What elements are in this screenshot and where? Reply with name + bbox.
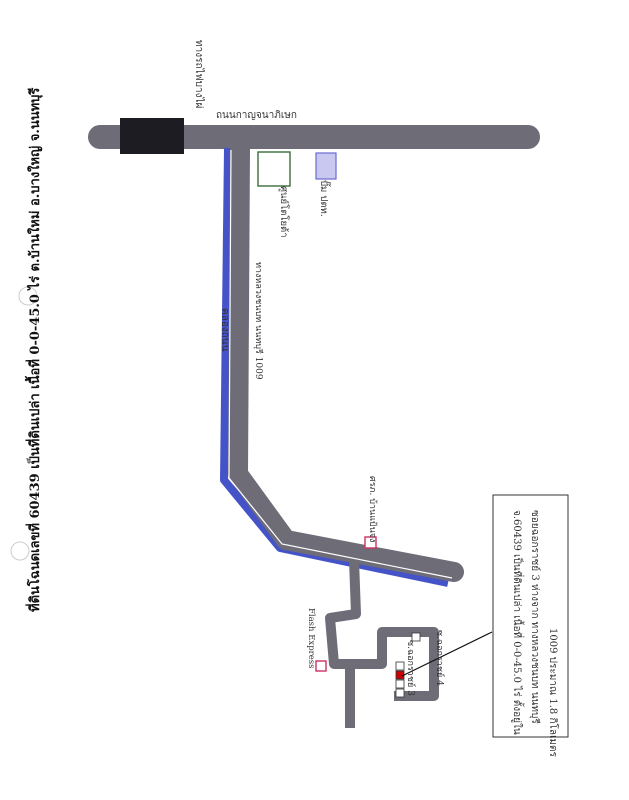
railway-station-label: ทางรถไฟบางไผ่ [193, 40, 204, 109]
soi-3-label: ซ.ฉอกราชย์ 3 [405, 640, 415, 696]
page-title: ที่ดินโฉนดเลขที่ 60439 เป็นที่ดินเปล่า เ… [28, 87, 43, 612]
landmark-b-label: ปั๊ม ปตท. [318, 180, 329, 217]
lot-1 [395, 661, 405, 671]
road-centerline [228, 149, 453, 579]
soi-road [334, 627, 439, 701]
secondary-road [228, 140, 464, 582]
punch-hole-top [18, 286, 38, 306]
flash-express-marker [315, 660, 327, 672]
callout-leader [401, 631, 493, 677]
main-road-label: ถนนกาญจนาภิเษก [216, 110, 297, 121]
callout-box [492, 494, 569, 738]
lot-4 [395, 688, 405, 698]
flash-express-label: Flash Express [306, 608, 316, 669]
callout-line-1: จ.60439 เป็นที่ดินเปล่า เนื้อที่ 0-0-45.… [511, 510, 522, 735]
callout-line-3: 1009 ประมาณ 1.8 กิโลเมตร [547, 628, 558, 757]
callout-line-2: ซอยฉอกราชย์ 3 ห่างจาก ทางหลวงชนบท นนทบุร… [529, 510, 540, 724]
lot-3 [395, 679, 405, 689]
landmark-a-label: ศูนย์โตโยต้า [278, 186, 289, 238]
punch-hole-bottom [10, 541, 30, 561]
railway-station-block [120, 118, 184, 154]
landmark-b-box [315, 152, 337, 180]
landmark-a-box [257, 151, 291, 187]
canal-label: คลองถนน [219, 308, 230, 352]
canal-line [220, 147, 449, 587]
lot-5 [411, 632, 421, 642]
secondary-road-label: ทางหลวงชนบท นนทบุรี 1009 [253, 262, 263, 380]
soi-4-label: ซ.ฉอกราชย์ 4 [434, 630, 444, 686]
access-road [325, 559, 361, 728]
office-marker [364, 536, 377, 549]
office-label: ศรภ. บ้านแป้นจง [367, 476, 377, 543]
